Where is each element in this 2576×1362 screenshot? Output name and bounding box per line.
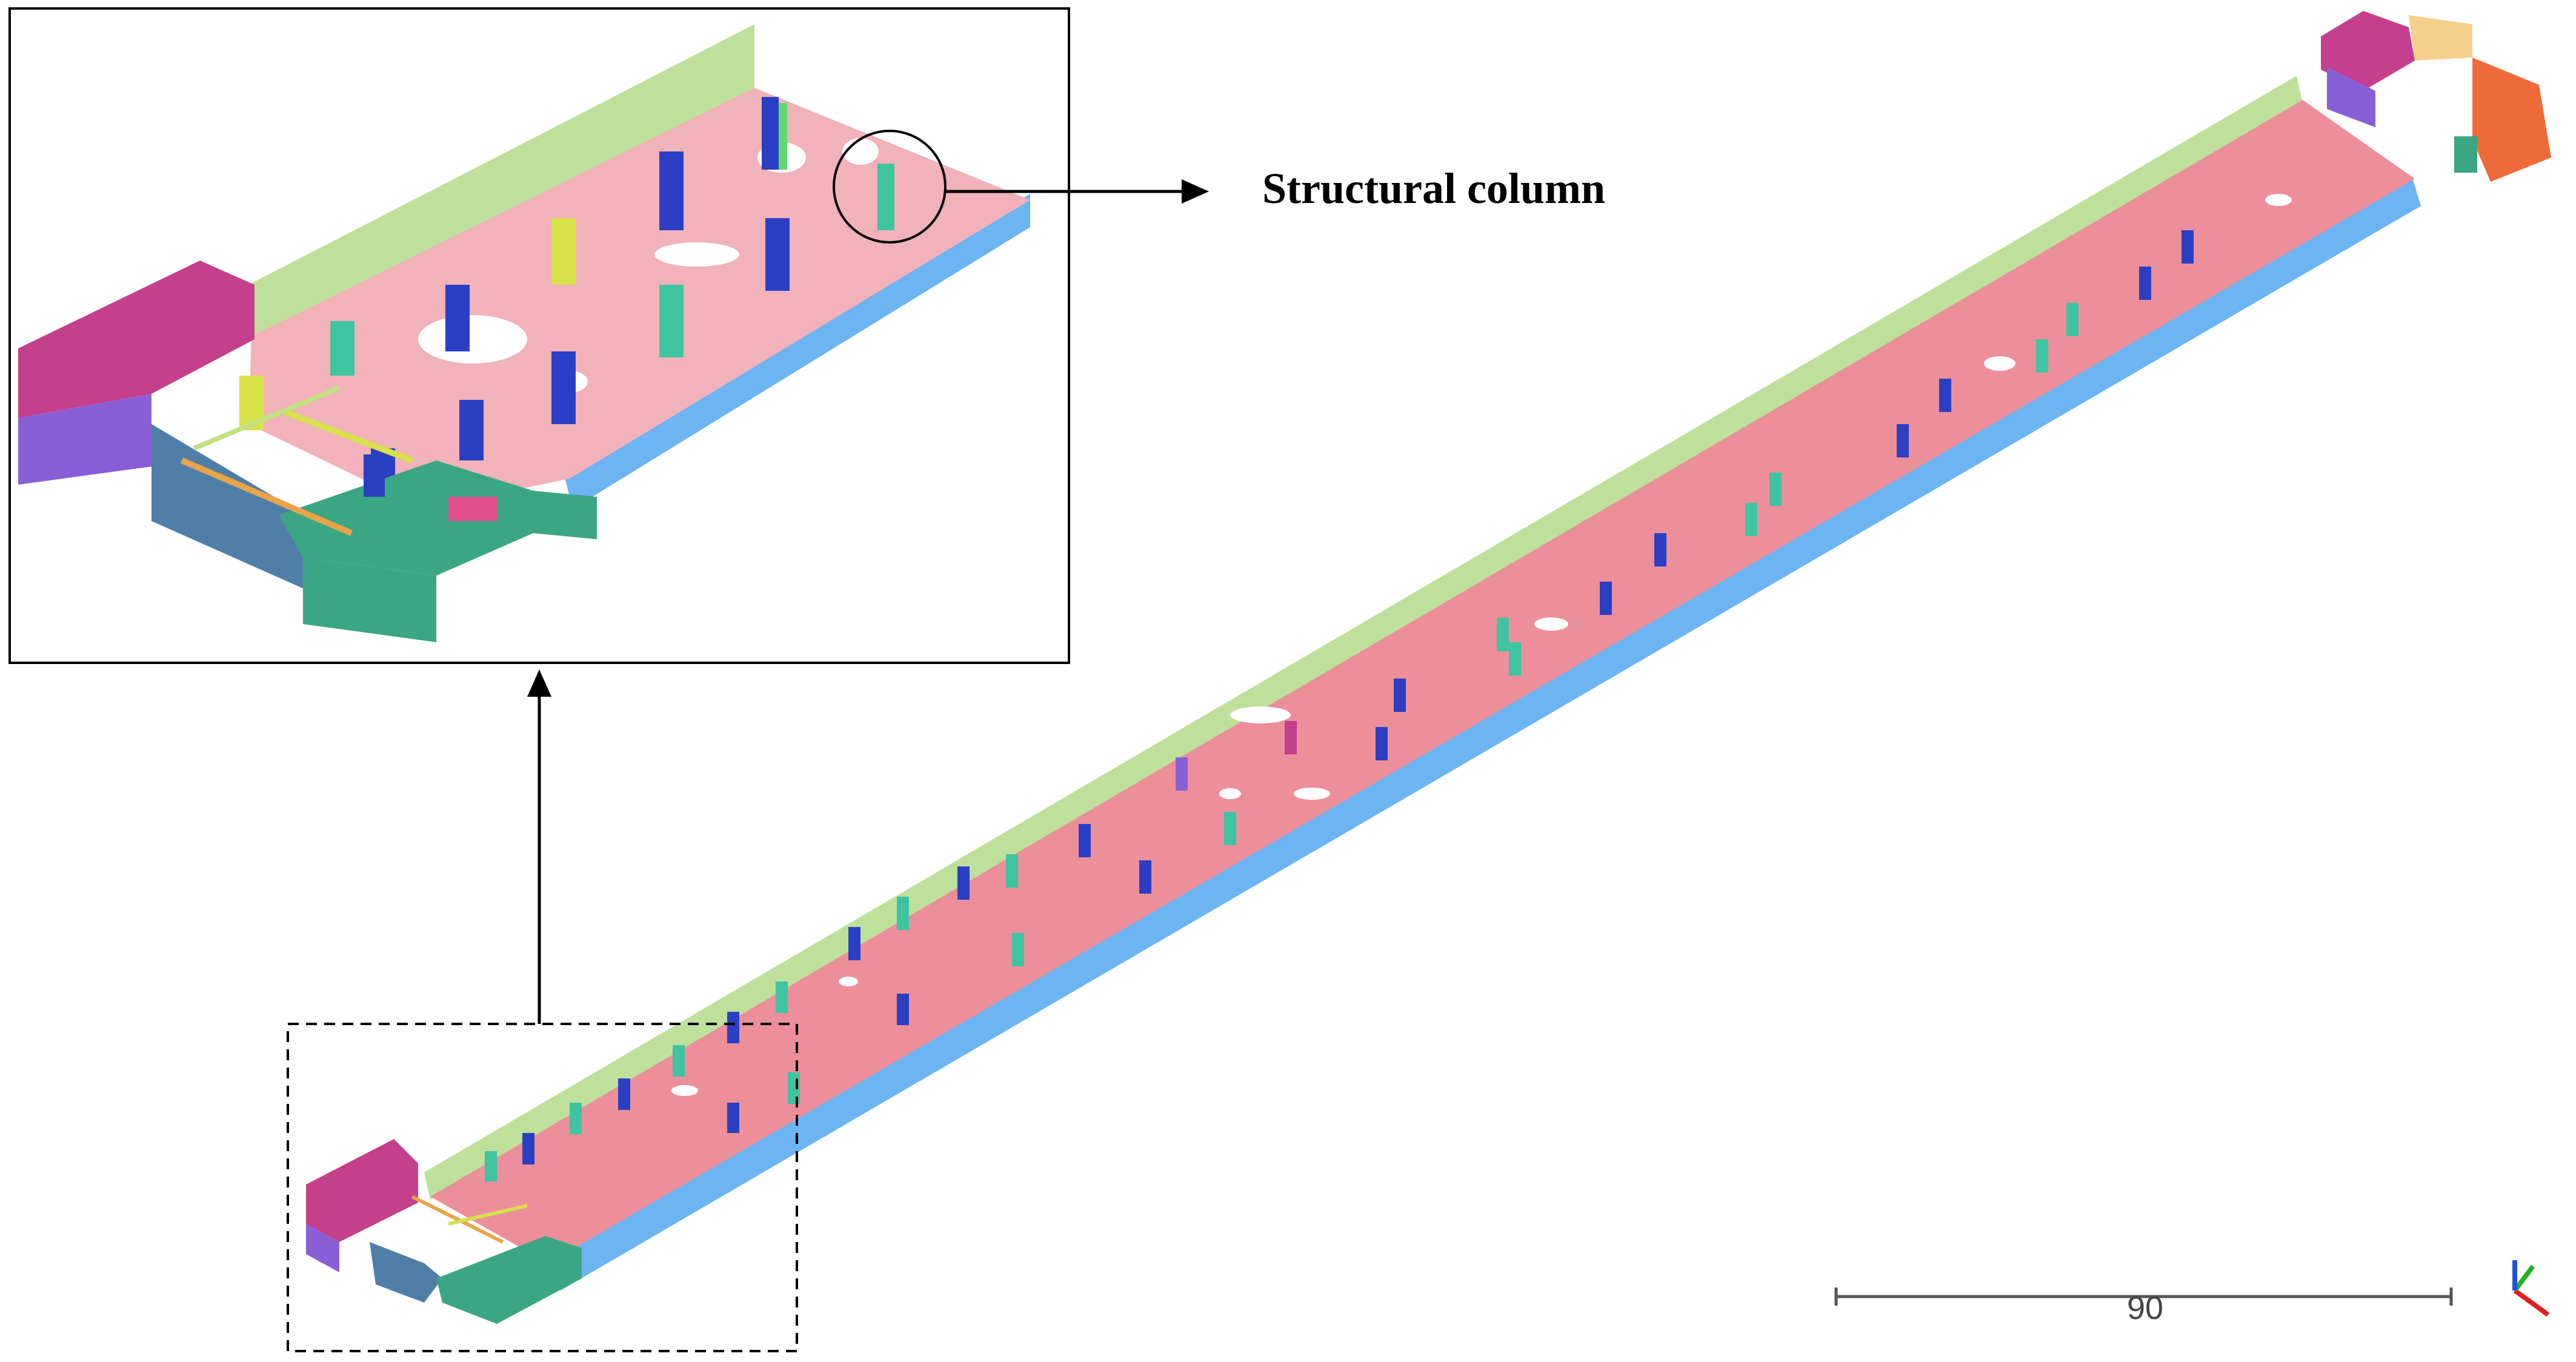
- corridor-left-wall: [424, 76, 2303, 1200]
- corridor-floor: [430, 100, 2415, 1263]
- scale-bar-value: 90: [2126, 1290, 2164, 1326]
- column-row-left: [485, 230, 2194, 1181]
- zoom-region-box: [287, 1023, 798, 1352]
- floor-gaps: [671, 194, 2292, 1096]
- inset-left-wall: [248, 24, 754, 339]
- axes-triad-icon: [2512, 1260, 2550, 1317]
- structural-column-highlight: [833, 130, 947, 244]
- inset-zoom-view: [8, 7, 1070, 664]
- structural-column-label: Structural column: [1262, 164, 1605, 213]
- corridor-right-wall: [545, 176, 2421, 1291]
- inset-right-wall: [564, 194, 1030, 509]
- far-end-rooms: [2321, 11, 2551, 182]
- scale-bar: [1834, 1287, 2453, 1306]
- column-row-right: [727, 267, 2151, 1133]
- corridor-model: [306, 11, 2551, 1324]
- near-end-rooms: [306, 1139, 582, 1324]
- inset-end-rooms: [18, 261, 597, 642]
